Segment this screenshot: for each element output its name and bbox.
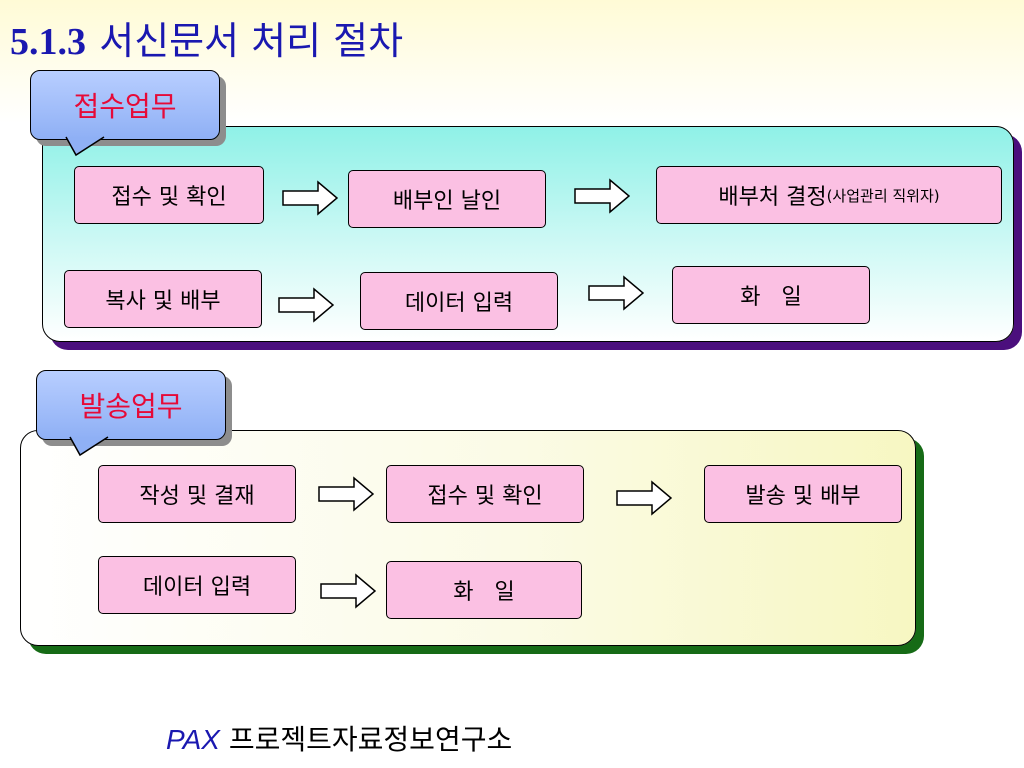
receive-callout: 접수업무 <box>30 70 220 140</box>
step-send-receive-confirm: 접수 및 확인 <box>386 465 584 523</box>
send-callout-tail <box>69 436 109 457</box>
step-send-data-input: 데이터 입력 <box>98 556 296 614</box>
step-decide-destination: 배부처 결정(사업관리 직위자) <box>656 166 1002 224</box>
receive-callout-tail <box>65 136 105 157</box>
footer: PAX 프로젝트자료정보연구소 <box>166 718 512 758</box>
page-title: 5.1.3 서신문서 처리 절차 <box>10 10 403 65</box>
arrow-right-icon <box>320 573 376 609</box>
receive-label: 접수업무 <box>73 90 177 123</box>
step-distributor-seal: 배부인 날인 <box>348 170 546 228</box>
arrow-right-icon <box>588 275 644 311</box>
step-receive-confirm: 접수 및 확인 <box>74 166 264 224</box>
step-data-input: 데이터 입력 <box>360 272 558 330</box>
step-copy-distribute: 복사 및 배부 <box>64 270 262 328</box>
arrow-right-icon <box>616 480 672 516</box>
arrow-right-icon <box>574 178 630 214</box>
step-dispatch-distribute: 발송 및 배부 <box>704 465 902 523</box>
step-file: 화 일 <box>672 266 870 324</box>
step-send-file: 화 일 <box>386 561 582 619</box>
footer-brand: PAX <box>166 724 220 755</box>
arrow-right-icon <box>278 287 334 323</box>
step-destination-note: (사업관리 직위자) <box>826 186 940 205</box>
title-text: 서신문서 처리 절차 <box>99 19 404 63</box>
send-callout: 발송업무 <box>36 370 226 440</box>
section-number: 5.1.3 <box>10 21 86 63</box>
send-label: 발송업무 <box>79 390 183 423</box>
step-draft-approve: 작성 및 결재 <box>98 465 296 523</box>
arrow-right-icon <box>282 180 338 216</box>
arrow-right-icon <box>318 476 374 512</box>
footer-org: 프로젝트자료정보연구소 <box>228 723 513 756</box>
